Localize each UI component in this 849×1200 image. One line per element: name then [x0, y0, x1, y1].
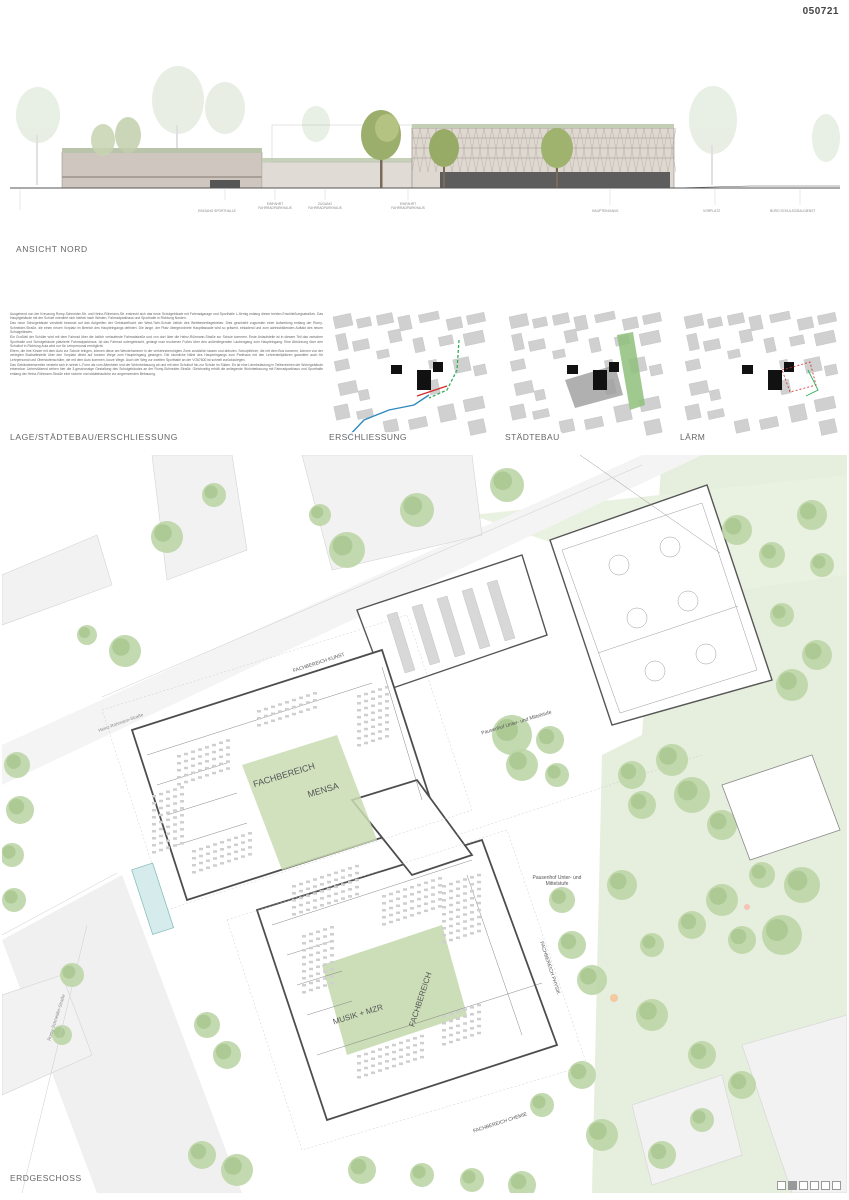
- access-diagram: ERSCHLIESSUNG: [329, 310, 491, 442]
- noise-diagram: LÄRM: [680, 310, 842, 442]
- site-description: Ausgehend von der Kreuzung Romy-Schneide…: [10, 312, 323, 430]
- elevation-label: HAUPTEINGANG: [592, 209, 619, 213]
- elevation-title: ANSICHT NORD: [16, 244, 88, 254]
- elevation-label: ZUGANG FAHRRADPARKHAUS: [308, 202, 342, 210]
- paragraph: Eltern, die ihre Kinder mit dem Auto zur…: [10, 349, 323, 362]
- elevation-label: EINFAHRT FAHRRADPARKHAUS: [258, 202, 292, 210]
- noise-map: [683, 310, 839, 436]
- north-elevation: EINGANG SPORTHALLE EINFAHRT FAHRRADPARKH…: [10, 40, 840, 240]
- elevation-drawing: [10, 66, 840, 210]
- zone-label: Pausenhof Unter- und Mittelstufe: [532, 875, 582, 887]
- floor-caption: ERDGESCHOSS: [10, 1173, 82, 1183]
- access-map: [332, 310, 488, 439]
- elevation-label: BÜRO SCHULSOZIALDIENST: [770, 209, 816, 213]
- paragraph: Ein Großteil der Schüler wird mit dem Fa…: [10, 335, 323, 349]
- sheet-indicator[interactable]: [788, 1181, 797, 1190]
- diagram-caption: LÄRM: [680, 432, 708, 442]
- sheet-indicator[interactable]: [810, 1181, 819, 1190]
- plan-drawing: [2, 455, 847, 1193]
- diagram-caption: STÄDTEBAU: [505, 432, 562, 442]
- elevation-label: VORPLATZ: [703, 209, 721, 213]
- ground-floor-plan: FACHBEREICH KUNST FACHBEREICH MENSA MUSI…: [2, 455, 847, 1193]
- urban-diagram: STÄDTEBAU: [505, 310, 667, 442]
- elevation-label: EINGANG SPORTHALLE: [198, 209, 236, 213]
- site-title: LAGE/STÄDTEBAU/ERSCHLIESSUNG: [10, 432, 178, 442]
- paragraph: Das neue Schulgebäude verstärkt bewusst …: [10, 321, 323, 335]
- sheet-pager: [777, 1181, 841, 1190]
- sheet-indicator[interactable]: [799, 1181, 808, 1190]
- paragraph: Das Gebäudeensemble versteht sich in sei…: [10, 362, 323, 376]
- sheet-indicator[interactable]: [821, 1181, 830, 1190]
- elevation-label: EINFAHRT FAHRRADPARKHAUS: [391, 202, 425, 210]
- sheet-indicator[interactable]: [832, 1181, 841, 1190]
- sheet-indicator[interactable]: [777, 1181, 786, 1190]
- paragraph: Ausgehend von der Kreuzung Romy-Schneide…: [10, 312, 323, 321]
- sheet-number: 050721: [802, 6, 839, 17]
- diagram-caption: ERSCHLIESSUNG: [329, 432, 409, 442]
- urban-map: [508, 310, 664, 436]
